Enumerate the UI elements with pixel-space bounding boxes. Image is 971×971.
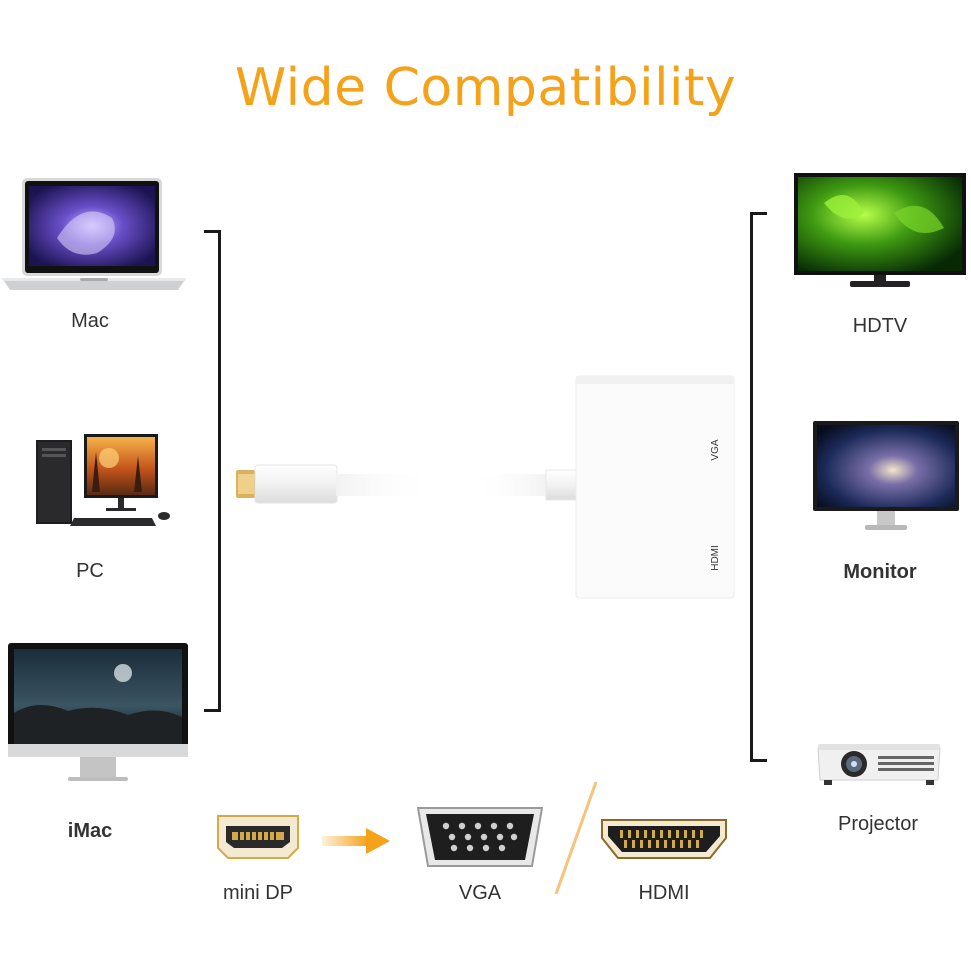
arrow-right-icon: [322, 826, 392, 856]
sources-bracket: [204, 230, 221, 712]
hdmi-label: HDMI: [638, 882, 690, 904]
monitor-label: Monitor: [843, 561, 917, 583]
mini-dp-connector-icon: [216, 812, 300, 862]
macbook-image: [2, 178, 186, 298]
vga-connector-icon: [416, 804, 544, 870]
hdtv-image: [794, 173, 966, 291]
adapter-hdmi-port-label: HDMI: [710, 545, 721, 571]
targets-bracket: [750, 212, 767, 762]
imac-image: [8, 643, 188, 788]
pc-desktop-image: [34, 432, 174, 532]
mini-dp-label: mini DP: [222, 882, 293, 904]
mac-label: Mac: [71, 310, 109, 332]
projector-image: [814, 740, 944, 790]
pc-label: PC: [76, 560, 104, 582]
adapter-vga-port-label: VGA: [710, 439, 721, 461]
hdtv-label: HDTV: [852, 315, 908, 337]
page-title: Wide Compatibility: [234, 58, 737, 118]
adapter-image: [228, 370, 738, 600]
hdmi-connector-icon: [600, 816, 728, 862]
vga-label: VGA: [458, 882, 502, 904]
imac-label: iMac: [67, 820, 113, 842]
divider-slash: [552, 780, 600, 898]
projector-label: Projector: [837, 813, 919, 835]
monitor-image: [813, 421, 959, 533]
